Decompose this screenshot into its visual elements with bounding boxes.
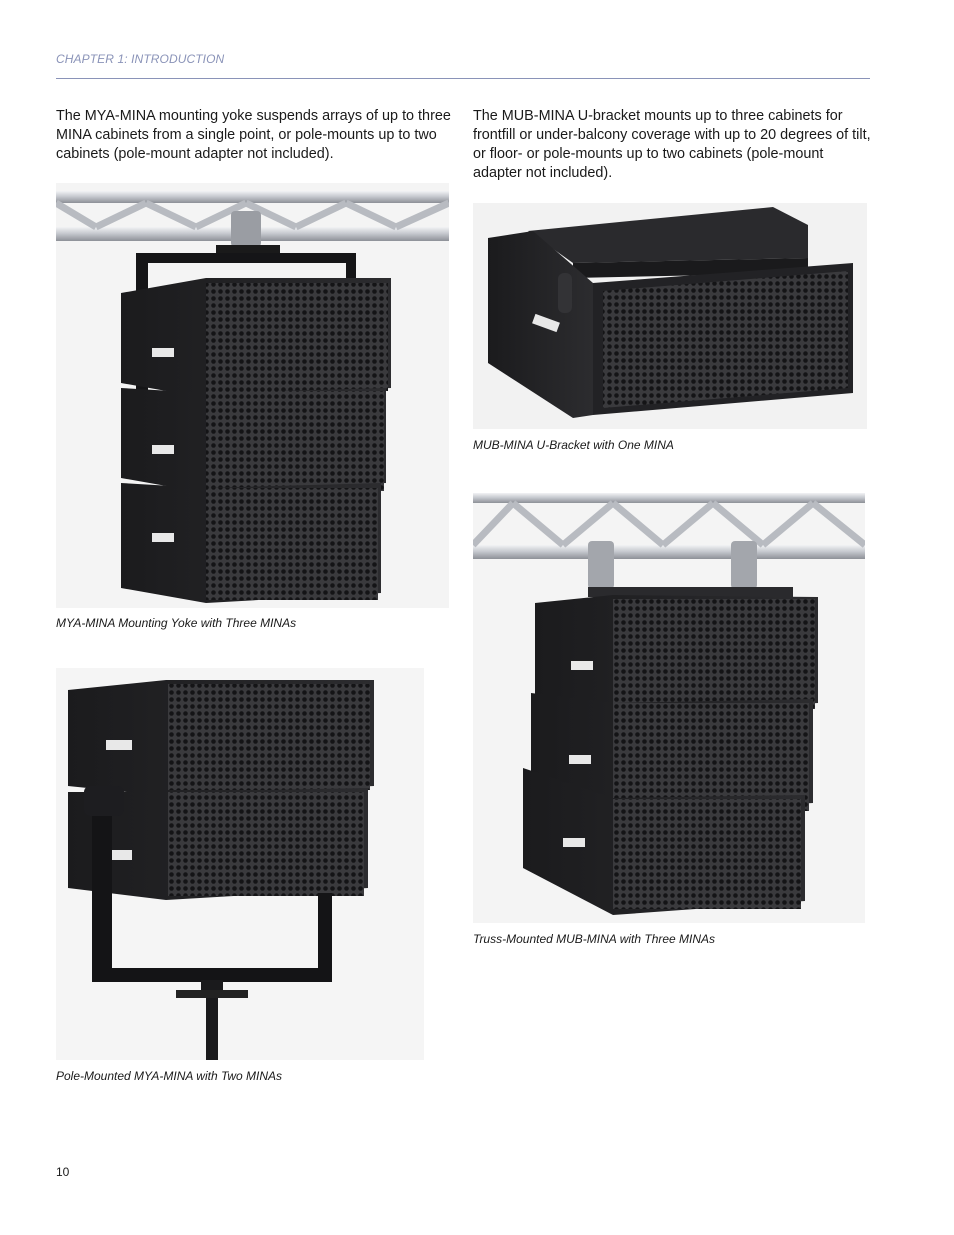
speaker-cabinet — [68, 680, 374, 796]
ubracket-one-mina-image — [473, 203, 867, 429]
speaker-cabinet — [68, 788, 368, 900]
figure-truss-three-minas — [473, 493, 865, 923]
yoke-three-minas-image — [56, 183, 449, 608]
intro-paragraph-yoke: The MYA-MINA mounting yoke suspends arra… — [56, 108, 451, 162]
caption-pole-two: Pole-Mounted MYA-MINA with Two MINAs — [56, 1069, 283, 1083]
speaker-cabinet — [523, 768, 805, 915]
chapter-header: CHAPTER 1: INTRODUCTION — [56, 52, 225, 66]
speaker-cabinet — [121, 483, 381, 603]
truss-three-minas-image — [473, 493, 865, 923]
figure-ubracket-one-mina — [473, 203, 867, 429]
speaker-cabinet — [121, 278, 391, 398]
caption-ubracket-one: MUB-MINA U-Bracket with One MINA — [473, 438, 674, 452]
speaker-cabinet — [121, 388, 386, 493]
figure-yoke-three-minas — [56, 183, 449, 608]
speaker-cabinet — [535, 595, 818, 715]
pole-two-minas-image — [56, 668, 424, 1060]
page-number: 10 — [56, 1165, 70, 1179]
figure-pole-two-minas — [56, 668, 424, 1060]
speaker-cabinet — [531, 693, 813, 815]
header-rule — [56, 78, 870, 79]
caption-yoke-three: MYA-MINA Mounting Yoke with Three MINAs — [56, 616, 297, 630]
intro-paragraph-ubracket: The MUB-MINA U-bracket mounts up to thre… — [473, 108, 871, 181]
caption-truss-three: Truss-Mounted MUB-MINA with Three MINAs — [473, 932, 716, 946]
